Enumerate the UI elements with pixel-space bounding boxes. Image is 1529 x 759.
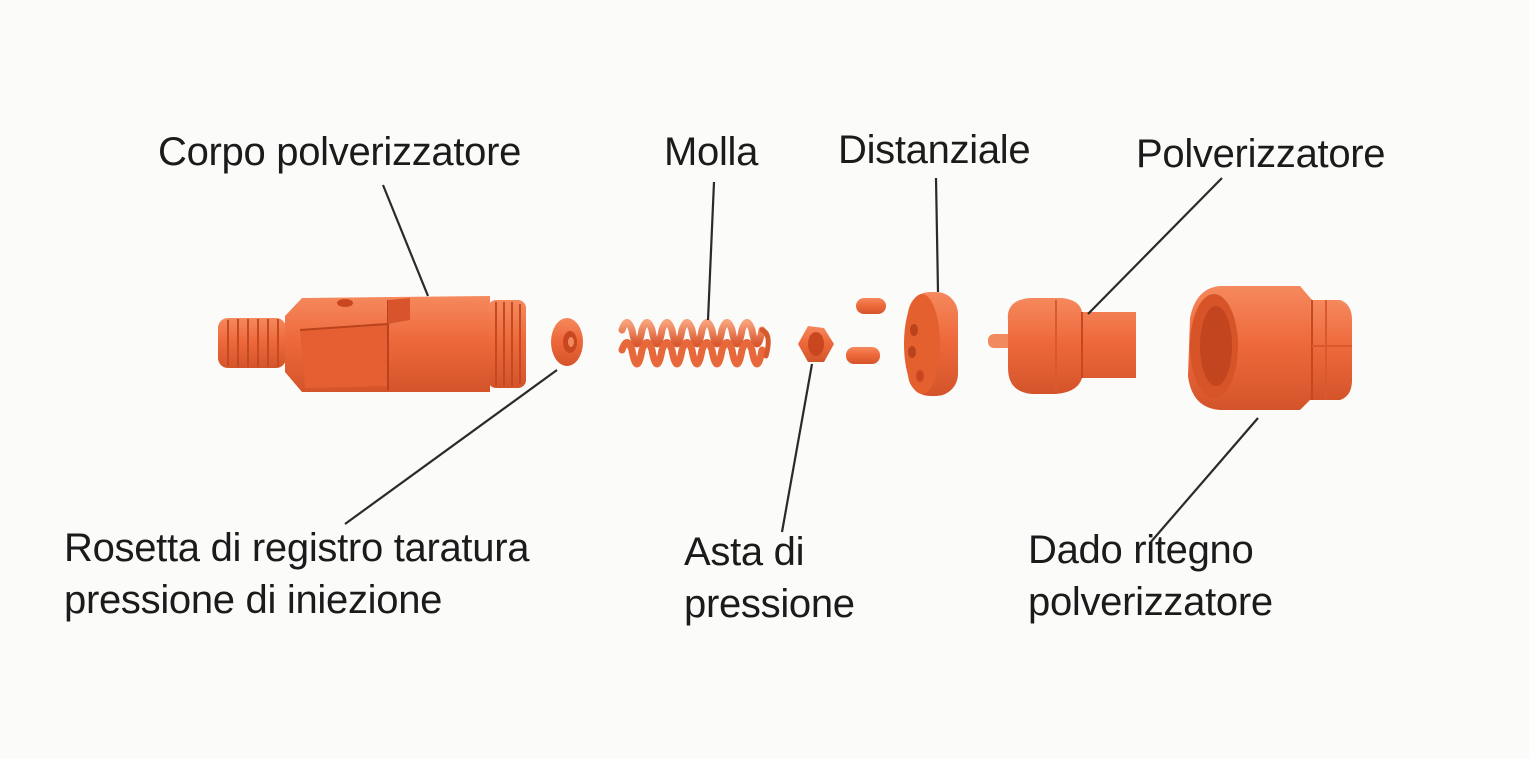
label-text: Corpo polverizzatore [158,130,522,174]
dowel-pins [846,298,886,364]
leader-rosetta [344,369,558,525]
label-text-line1: Rosetta di registro taratura [64,526,530,570]
label-text: Molla [664,130,759,174]
adjusting-shim-washer [551,318,583,366]
label-text-line1: Asta di [684,530,805,574]
nozzle-retaining-nut [1188,286,1352,410]
leader-molla [706,181,716,321]
leader-lines [344,177,1259,544]
label-text-line2: pressione di iniezione [64,578,443,622]
label-distanziale: Distanziale [838,124,1031,176]
nozzle-holder-body [218,296,526,392]
spacer [904,292,958,396]
label-polverizzatore: Polverizzatore [1136,128,1386,180]
label-corpo-polverizzatore: Corpo polverizzatore [158,126,521,178]
label-text: Polverizzatore [1136,132,1386,176]
pressure-spindle [798,326,834,362]
label-asta-di-pressione: Asta di pressione [684,526,855,630]
leader-polverizzatore [1087,177,1223,315]
label-rosetta: Rosetta di registro taratura pressione d… [64,522,529,626]
label-dado-ritegno: Dado ritegno polverizzatore [1028,524,1273,628]
leader-dado [1149,417,1259,544]
nozzle [988,298,1136,394]
label-molla: Molla [664,126,758,178]
label-text-line2: polverizzatore [1028,580,1273,624]
label-text: Distanziale [838,128,1031,172]
leader-corpo [381,184,430,297]
spring [618,319,771,368]
leader-asta [780,363,814,533]
leader-distanziale [934,177,940,293]
label-text-line2: pressione [684,582,855,626]
label-text-line1: Dado ritegno [1028,528,1254,572]
